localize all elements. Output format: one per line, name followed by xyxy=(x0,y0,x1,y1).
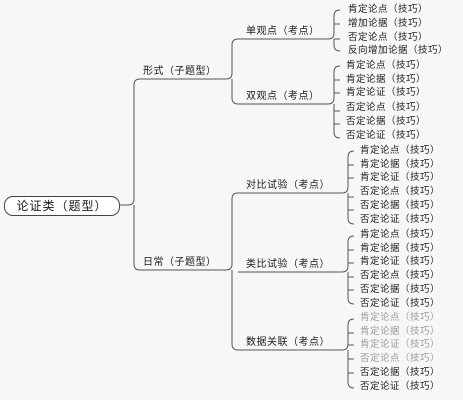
connector-subtype-daily xyxy=(140,192,239,351)
connector-leaves-single xyxy=(327,9,341,52)
point-double-view[interactable]: 双观点（考点） xyxy=(246,91,320,102)
point-single-view[interactable]: 单观点（考点） xyxy=(246,26,320,37)
skill-item[interactable]: 否定论证（技巧） xyxy=(346,130,427,141)
skill-item[interactable]: 否定论点（技巧） xyxy=(360,270,441,281)
connector-root xyxy=(118,78,141,271)
skill-item[interactable]: 否定论点（技巧） xyxy=(360,353,441,364)
connector-leaves-double xyxy=(327,65,341,139)
skill-item[interactable]: 反向增加论据（技巧） xyxy=(348,45,449,56)
connector-subtype-form xyxy=(140,38,239,105)
skill-item[interactable]: 否定论证（技巧） xyxy=(360,214,441,225)
skill-item[interactable]: 否定论点（技巧） xyxy=(360,186,441,197)
point-data-correlation[interactable]: 数据关联（考点） xyxy=(246,337,330,348)
skill-item[interactable]: 否定论证（技巧） xyxy=(360,381,441,392)
skill-item[interactable]: 否定论证（技巧） xyxy=(360,298,441,309)
skill-item[interactable]: 肯定论点（技巧） xyxy=(360,312,441,323)
skill-item[interactable]: 否定论据（技巧） xyxy=(360,367,441,378)
skill-item[interactable]: 肯定论据（技巧） xyxy=(360,243,441,254)
skill-item[interactable]: 肯定论据（技巧） xyxy=(360,326,441,337)
skill-item[interactable]: 肯定论据（技巧） xyxy=(346,74,427,85)
skill-item[interactable]: 增加论据（技巧） xyxy=(348,18,429,29)
point-analogy-test[interactable]: 类比试验（考点） xyxy=(246,259,330,270)
subtype-form[interactable]: 形式（子题型） xyxy=(143,66,217,77)
skill-item[interactable]: 否定论据（技巧） xyxy=(360,284,441,295)
skill-item[interactable]: 否定论点（技巧） xyxy=(348,32,429,43)
connector-leaves-data xyxy=(341,318,355,389)
skill-item[interactable]: 肯定论证（技巧） xyxy=(360,256,441,267)
skill-item[interactable]: 肯定论证（技巧） xyxy=(346,87,427,98)
connector-leaves-analogy xyxy=(341,235,355,305)
skill-item[interactable]: 肯定论点（技巧） xyxy=(360,145,441,156)
skill-item[interactable]: 否定论据（技巧） xyxy=(360,200,441,211)
skill-item[interactable]: 肯定论证（技巧） xyxy=(360,172,441,183)
connector-leaves-contrast xyxy=(341,150,355,225)
skill-item[interactable]: 否定论点（技巧） xyxy=(346,102,427,113)
root-node[interactable]: 论证类（题型） xyxy=(4,196,120,216)
point-contrast-test[interactable]: 对比试验（考点） xyxy=(246,180,330,191)
skill-item[interactable]: 肯定论点（技巧） xyxy=(348,4,429,15)
skill-item[interactable]: 肯定论证（技巧） xyxy=(360,339,441,350)
skill-item[interactable]: 肯定论据（技巧） xyxy=(360,159,441,170)
skill-item[interactable]: 否定论据（技巧） xyxy=(346,116,427,127)
skill-item[interactable]: 肯定论点（技巧） xyxy=(360,229,441,240)
skill-item[interactable]: 肯定论点（技巧） xyxy=(346,60,427,71)
subtype-daily[interactable]: 日常（子题型） xyxy=(143,257,217,268)
